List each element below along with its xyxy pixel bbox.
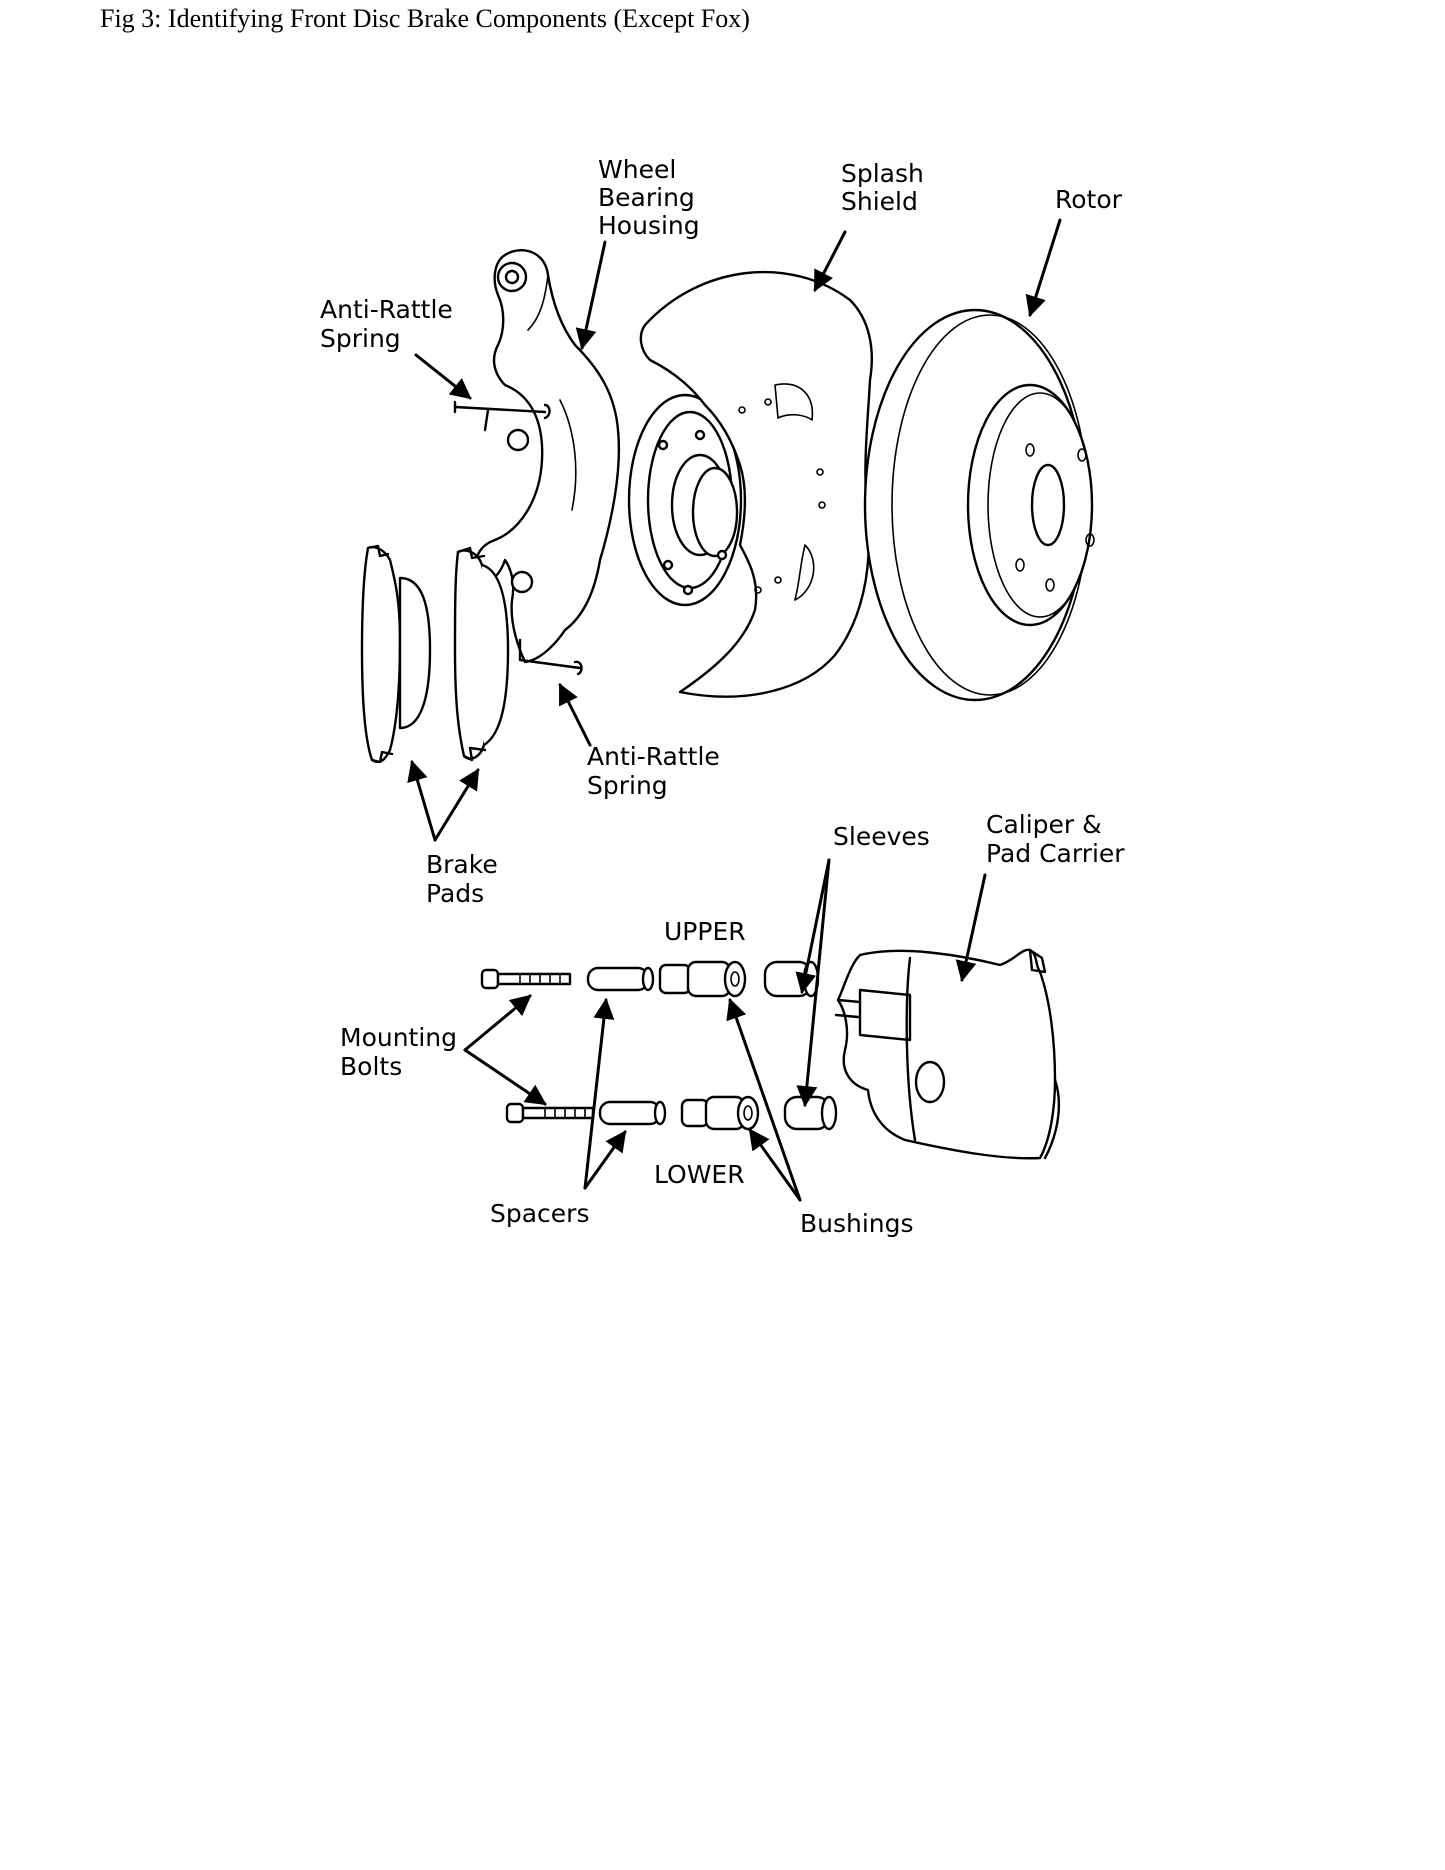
label-wheel-bearing-housing-line-1: Wheel <box>598 155 676 184</box>
wheel-bearing-housing-drawing <box>473 248 621 664</box>
label-lower: LOWER <box>654 1160 745 1189</box>
brake-pad-inner-drawing <box>453 546 510 762</box>
label-wheel-bearing-housing: Wheel Bearing Housing <box>598 155 700 240</box>
leader-arrows <box>407 218 1062 1202</box>
brake-pad-outer-drawing <box>360 544 432 764</box>
label-brake-pads: Brake Pads <box>426 850 498 908</box>
bushing-lower-drawing <box>680 1095 760 1131</box>
mounting-bolt-lower-drawing <box>505 1102 595 1124</box>
label-caliper-pad-carrier-line-2: Pad Carrier <box>986 839 1125 868</box>
label-anti-rattle-spring-lower-line-1: Anti-Rattle <box>587 742 720 771</box>
anti-rattle-spring-upper-drawing <box>453 400 551 432</box>
spacer-lower-drawing <box>598 1100 667 1126</box>
label-anti-rattle-spring-lower-line-2: Spring <box>587 771 668 800</box>
label-mounting-bolts-line-1: Mounting <box>340 1023 457 1052</box>
anti-rattle-spring-lower-drawing <box>518 638 583 676</box>
splash-shield-drawing <box>639 270 873 698</box>
label-upper: UPPER <box>664 917 746 946</box>
label-mounting-bolts-line-2: Bolts <box>340 1052 402 1081</box>
label-anti-rattle-spring-upper: Anti-Rattle Spring <box>320 295 453 353</box>
label-sleeves: Sleeves <box>833 822 930 851</box>
spacer-upper-drawing <box>586 966 655 992</box>
label-brake-pads-line-1: Brake <box>426 850 498 879</box>
label-bushings: Bushings <box>800 1209 914 1238</box>
label-anti-rattle-spring-lower: Anti-Rattle Spring <box>587 742 720 800</box>
label-brake-pads-line-2: Pads <box>426 879 484 908</box>
bushing-upper-drawing <box>658 960 747 998</box>
label-anti-rattle-spring-upper-line-1: Anti-Rattle <box>320 295 453 324</box>
rotor-drawing <box>863 308 1095 702</box>
sleeve-upper-drawing <box>763 960 820 998</box>
label-splash-shield-line-2: Shield <box>841 187 918 216</box>
label-splash-shield-line-1: Splash <box>841 159 924 188</box>
label-rotor: Rotor <box>1055 185 1123 214</box>
label-wheel-bearing-housing-line-2: Bearing <box>598 183 695 212</box>
label-caliper-pad-carrier: Caliper & Pad Carrier <box>986 810 1125 868</box>
label-caliper-pad-carrier-line-1: Caliper & <box>986 810 1102 839</box>
caliper-drawing <box>834 948 1061 1160</box>
label-mounting-bolts: Mounting Bolts <box>340 1023 457 1081</box>
label-wheel-bearing-housing-line-3: Housing <box>598 211 700 240</box>
label-splash-shield: Splash Shield <box>841 159 924 216</box>
label-spacers: Spacers <box>490 1199 590 1228</box>
hub-drawing <box>627 393 743 607</box>
sleeve-lower-drawing <box>783 1095 838 1131</box>
mounting-bolt-upper-drawing <box>480 968 572 990</box>
label-anti-rattle-spring-upper-line-2: Spring <box>320 324 401 353</box>
figure-caption: Fig 3: Identifying Front Disc Brake Comp… <box>100 4 750 33</box>
